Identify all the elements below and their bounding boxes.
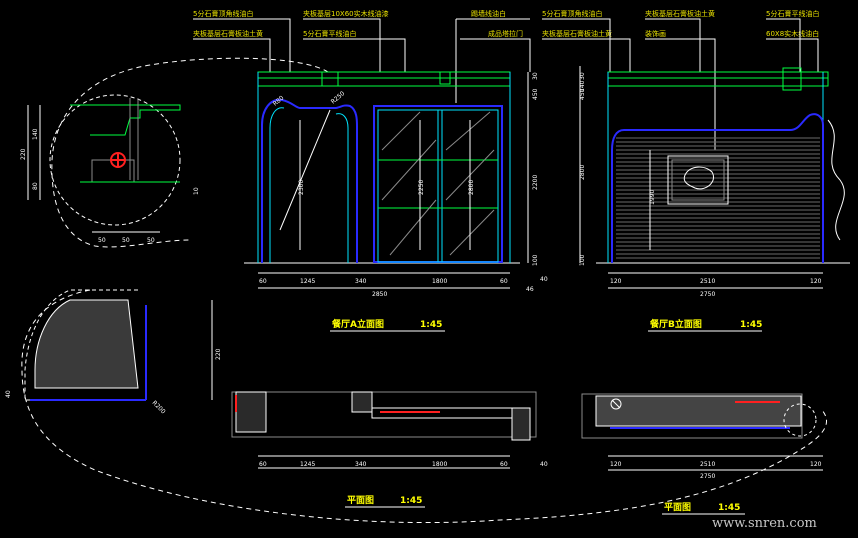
dim-a-inner-3: 2800	[468, 180, 475, 195]
dim-a-side1: 40	[540, 276, 548, 283]
dim-a-h1: 30	[532, 72, 539, 80]
plan-a-side: 40	[540, 461, 548, 468]
dim-a-b5: 60	[500, 278, 508, 285]
detail1-h2: 140	[32, 128, 39, 140]
plan-b-scale: 1:45	[718, 503, 740, 513]
elevation-b-scale: 1:45	[740, 320, 762, 330]
detail2-height: 220	[215, 348, 222, 360]
dim-a-inner-1: 2300	[298, 180, 305, 195]
dim-a-h4: 100	[532, 254, 539, 266]
dim-b-total: 2750	[700, 291, 715, 298]
annotation-b3: 夹板基层石膏板油土黄	[542, 29, 612, 38]
plan-a-b2: 1245	[300, 461, 315, 468]
dim-a-b1: 60	[259, 278, 267, 285]
annotation-a3: 夹板基层石膏板油土黄	[193, 29, 263, 38]
annotation-b5: 5分石膏平线油白	[766, 9, 819, 18]
plan-b-b2: 2510	[700, 461, 715, 468]
plan-a-b4: 1800	[432, 461, 447, 468]
detail-1: 220 140 80 10 50 50 50	[20, 94, 200, 244]
detail1-h1: 220	[20, 148, 27, 160]
dim-b-h5: 100	[579, 254, 586, 266]
annotation-b2: 夹板基层石膏板油土黄	[645, 9, 715, 18]
annotation-a2: 夹板基层10X60实木线油漆	[303, 9, 389, 18]
detail1-b2: 50	[122, 237, 130, 244]
detail1-b3: 50	[147, 237, 155, 244]
detail-callout-curve	[51, 57, 329, 248]
dim-b-h2: 140	[579, 80, 586, 92]
detail2-side: 40	[5, 390, 12, 398]
detail-callout-curve-lower	[21, 289, 827, 524]
dim-a-b2: 1245	[300, 278, 315, 285]
corner-label-a2: R250	[330, 90, 347, 106]
annotation-a1: 5分石膏顶角线油白	[193, 9, 253, 18]
plan-b: 120 2510 120 2750 平面图 1:45	[581, 393, 823, 515]
annotations-a: 5分石膏顶角线油白 夹板基层10X60实木线油漆 夹板基层石膏板油土黄 5分石膏…	[193, 9, 531, 103]
plan-a: 60 1245 340 1800 60 40 平面图 1:45	[231, 391, 548, 508]
dim-b-h3: 450	[579, 88, 586, 100]
dim-b-b2: 2510	[700, 278, 715, 285]
detail1-side: 10	[193, 187, 200, 195]
dim-a-total: 2850	[372, 291, 387, 298]
plan-a-b3: 340	[355, 461, 367, 468]
annotation-a6: 成品塔拉门	[488, 29, 523, 38]
plan-a-title: 平面图	[347, 495, 374, 506]
watermark: www.snren.com	[712, 516, 817, 531]
detail1-b1: 50	[98, 237, 106, 244]
plan-b-b1: 120	[610, 461, 622, 468]
elevation-a-title: 餐厅A立面图	[331, 318, 384, 330]
annotation-b6: 60X8实木线油白	[766, 29, 819, 38]
dim-b-inner: 1990	[649, 190, 656, 205]
detail2-corner: R200	[151, 399, 167, 415]
dim-a-right-height: 2200	[532, 175, 539, 190]
annotation-a5: 踢墙线油白	[471, 9, 506, 18]
detail1-h3: 80	[32, 182, 39, 190]
plan-a-b5: 60	[500, 461, 508, 468]
annotation-b4: 装饰画	[645, 29, 666, 38]
annotation-b1: 5分石膏顶角线油白	[542, 9, 602, 18]
annotations-b: 5分石膏顶角线油白 夹板基层石膏板油土黄 夹板基层石膏板油土黄 装饰画 5分石膏…	[542, 9, 819, 150]
dim-b-h1: 30	[579, 72, 586, 80]
plan-b-total: 2750	[700, 473, 715, 480]
detail-2: 220 40 R200	[5, 289, 222, 416]
plan-a-b1: 60	[259, 461, 267, 468]
dim-b-h4: 2800	[579, 165, 586, 180]
annotation-a4: 5分石膏平线油白	[303, 29, 356, 38]
corner-label-a1: R80	[272, 94, 286, 107]
plan-a-scale: 1:45	[400, 496, 422, 506]
elevation-a: 2300 2250 2800 2200 30 450 100 R80 R250 …	[244, 71, 548, 332]
plan-b-b3: 120	[810, 461, 822, 468]
elevation-a-scale: 1:45	[420, 320, 442, 330]
dim-a-side2: 46	[526, 286, 534, 293]
dim-a-b3: 340	[355, 278, 367, 285]
dim-b-b3: 120	[810, 278, 822, 285]
dim-b-b1: 120	[610, 278, 622, 285]
elevation-b: 30 140 450 2800 100 1990 120 2510 120 27…	[579, 66, 850, 332]
plan-b-title: 平面图	[664, 502, 691, 513]
dim-a-h2: 450	[532, 88, 539, 100]
elevation-b-title: 餐厅B立面图	[649, 318, 702, 330]
dim-a-b4: 1800	[432, 278, 447, 285]
dim-a-inner-2: 2250	[418, 180, 425, 195]
